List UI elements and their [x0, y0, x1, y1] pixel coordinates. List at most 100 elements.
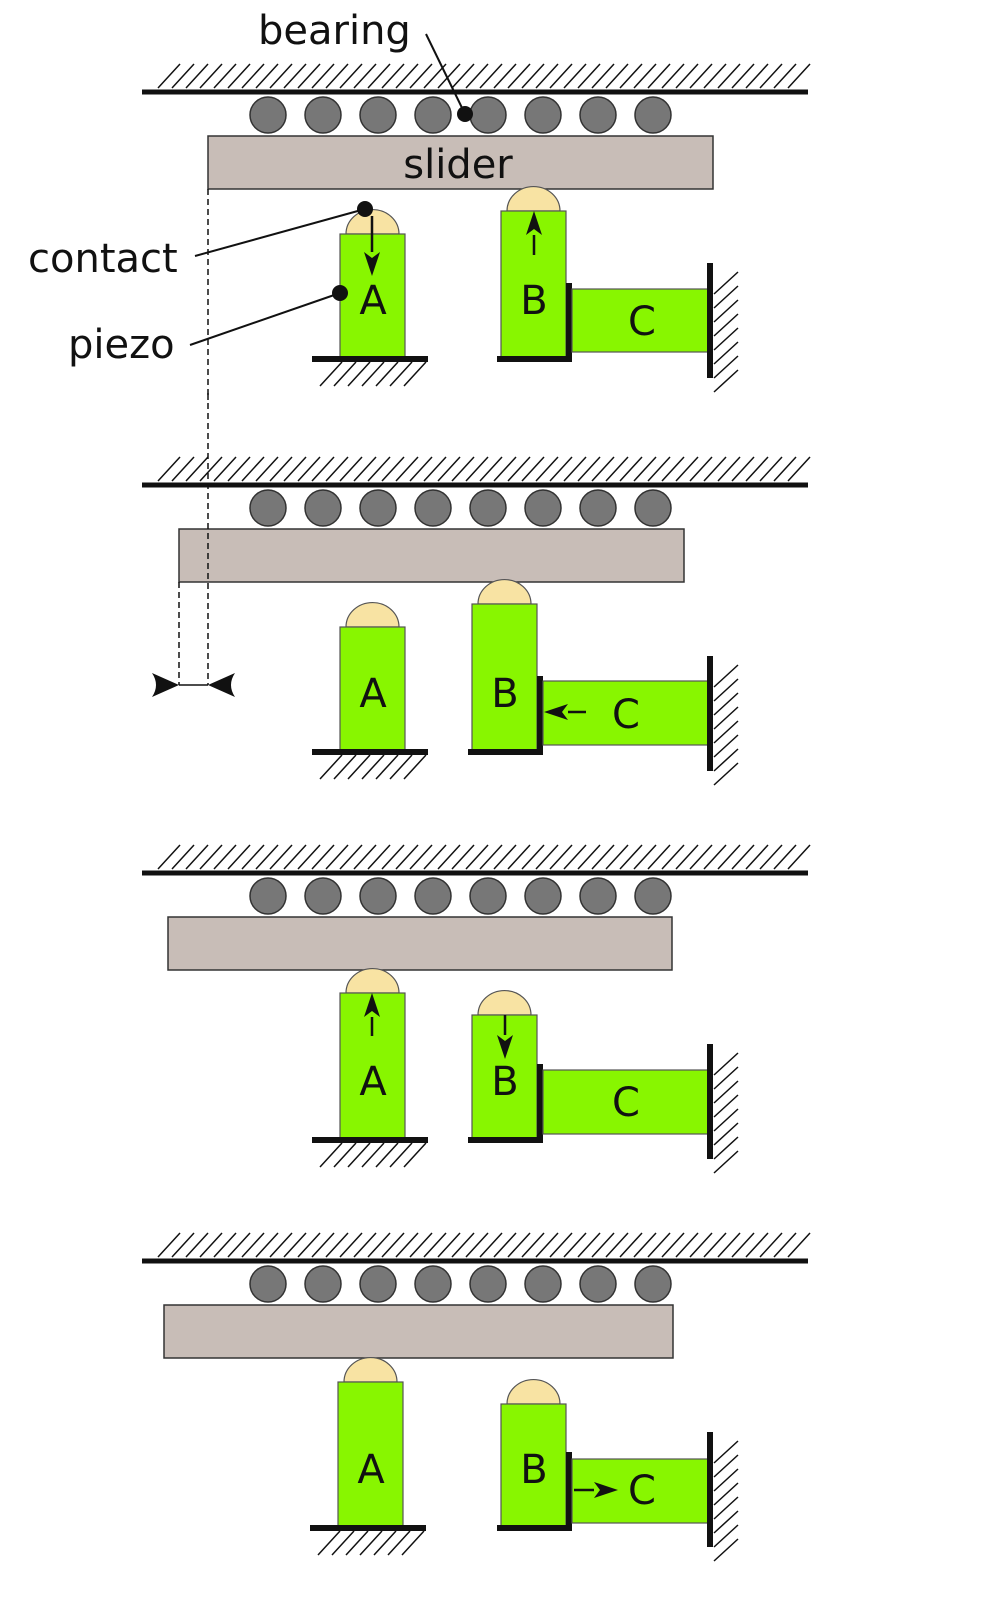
displacement-arrow-left [152, 673, 179, 697]
wall-hatch [713, 692, 739, 716]
bearing-ball [524, 877, 562, 915]
ground-hatch [423, 456, 447, 482]
ground-hatch [507, 456, 531, 482]
wall-hatch [713, 1136, 739, 1160]
slider-label: slider [403, 142, 513, 188]
ground-hatch [269, 456, 293, 482]
piezo-c-label: C [628, 299, 656, 345]
piezo-b-label: B [520, 1447, 547, 1493]
bearing-ball [304, 1265, 342, 1303]
slider [178, 528, 685, 583]
ground-hatch [353, 63, 377, 89]
wall-hatch [713, 1150, 739, 1174]
ground-hatch [367, 1232, 391, 1258]
base-hatch [333, 1142, 357, 1168]
bearing-ball [414, 489, 452, 527]
ground-hatch [465, 844, 489, 870]
bearing-ball [469, 489, 507, 527]
bearing-leader [425, 33, 466, 115]
ground-hatch [437, 1232, 461, 1258]
arrow-b-up-head [526, 211, 542, 235]
bearing-ball [469, 1265, 507, 1303]
base-hatch [375, 361, 399, 387]
piezo-a-label: A [357, 1447, 385, 1493]
ground-hatch [451, 844, 475, 870]
bearing-ball [469, 96, 507, 134]
wall-hatch [713, 1108, 739, 1132]
ground-hatch [157, 456, 181, 482]
ground-hatch [171, 63, 195, 89]
wall-hatch [713, 369, 739, 393]
ground-hatch [535, 456, 559, 482]
piezo-c [571, 1458, 711, 1524]
ground-hatch [381, 844, 405, 870]
ground-hatch [213, 844, 237, 870]
piezo-a-label: A [359, 671, 387, 717]
base-hatch [387, 1530, 411, 1556]
ground-hatch [409, 1232, 433, 1258]
ground-hatch [241, 844, 265, 870]
bearing-label: bearing [258, 8, 411, 54]
ground-hatch [241, 1232, 265, 1258]
bearing-ball [249, 1265, 287, 1303]
ground-hatch [451, 63, 475, 89]
ground-hatch [731, 1232, 755, 1258]
wall-hatch [713, 1496, 739, 1520]
ground-hatch [311, 456, 335, 482]
ground-hatch [591, 63, 615, 89]
ground-hatch [339, 1232, 363, 1258]
ground-hatch [381, 63, 405, 89]
piezo-c-label: C [612, 1080, 640, 1126]
ground-hatch [703, 844, 727, 870]
piezo-c [542, 1069, 711, 1135]
slider [167, 916, 673, 971]
ground-hatch [171, 844, 195, 870]
ground-hatch [311, 63, 335, 89]
ground-hatch [633, 1232, 657, 1258]
ground-hatch [605, 456, 629, 482]
ground-hatch [661, 1232, 685, 1258]
arrow-b-down-head [497, 1035, 513, 1059]
ground-hatch [283, 844, 307, 870]
ground-hatch [199, 844, 223, 870]
ground-hatch [381, 456, 405, 482]
ground-hatch [325, 1232, 349, 1258]
base-hatch [331, 1530, 355, 1556]
base-hatch [319, 361, 343, 387]
base-hatch [403, 1142, 427, 1168]
ground-hatch [395, 844, 419, 870]
slider [163, 1304, 674, 1359]
arrow-a-up-head [364, 993, 380, 1017]
ground-hatch [171, 456, 195, 482]
wall-hatch [713, 285, 739, 309]
piezo-c-label: C [612, 692, 640, 738]
ground-hatch [591, 1232, 615, 1258]
ground-hatch [297, 844, 321, 870]
ground-hatch [577, 456, 601, 482]
wall-hatch [713, 1454, 739, 1478]
ground-hatch [563, 63, 587, 89]
ground-hatch [227, 456, 251, 482]
wall-hatch [713, 1094, 739, 1118]
base-hatch [361, 754, 385, 780]
ground-hatch [213, 456, 237, 482]
ground-hatch [759, 456, 783, 482]
ground-hatch [535, 63, 559, 89]
ground-hatch [171, 1232, 195, 1258]
piezo-leader [189, 292, 341, 346]
ground-hatch [689, 456, 713, 482]
ground-hatch [451, 1232, 475, 1258]
wall-hatch [713, 706, 739, 730]
ground-hatch [297, 1232, 321, 1258]
base-hatch [347, 361, 371, 387]
bearing-ball [249, 96, 287, 134]
slider [207, 135, 714, 190]
ground-hatch [311, 1232, 335, 1258]
ground-hatch [367, 63, 391, 89]
base-hatch [361, 361, 385, 387]
wall-hatch [713, 1052, 739, 1076]
ground-hatch [325, 63, 349, 89]
bearing-ball [359, 877, 397, 915]
ground-hatch [395, 63, 419, 89]
